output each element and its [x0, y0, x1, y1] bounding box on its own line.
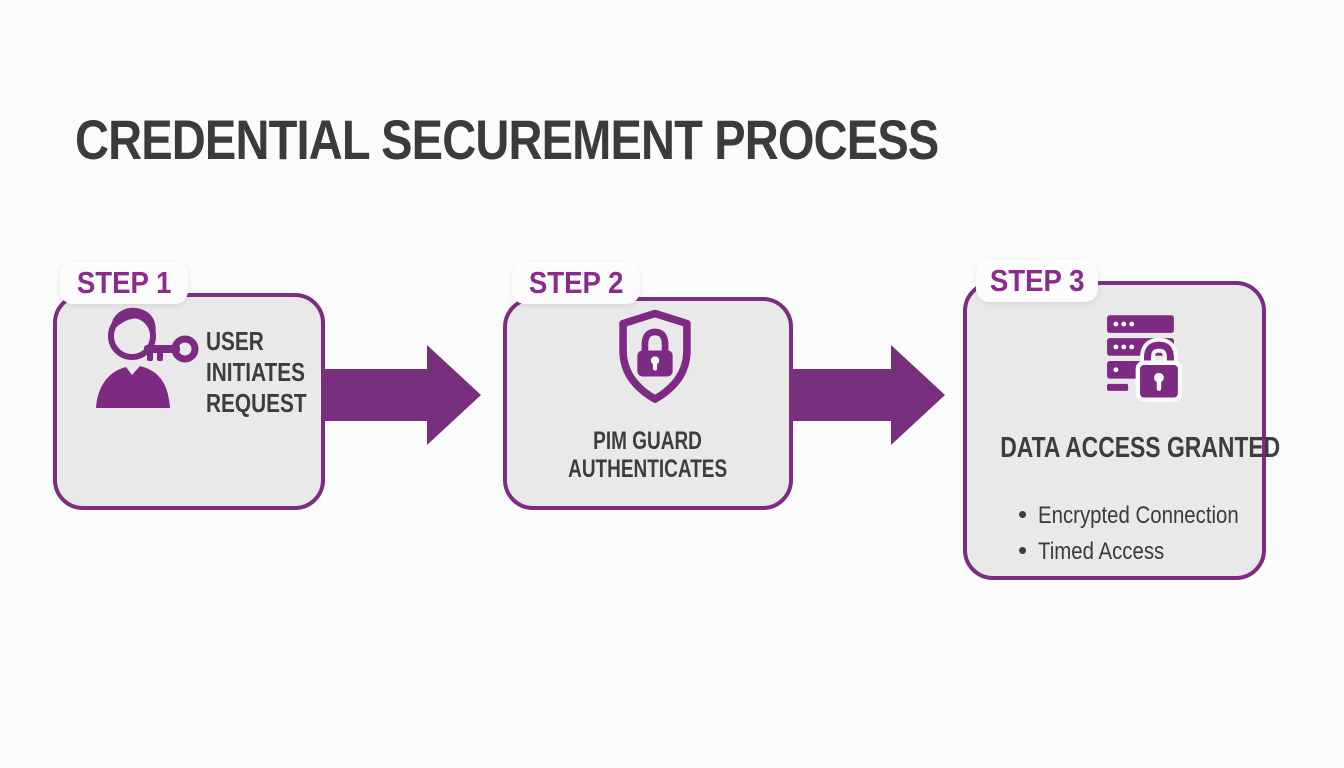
step2-label: STEP 2	[528, 265, 624, 300]
arrow-right-icon	[790, 369, 892, 421]
server-lock-icon	[1107, 315, 1183, 402]
arrow-right-icon	[427, 345, 481, 445]
page-title: CREDENTIAL SECUREMENT PROCESS	[75, 108, 939, 171]
step1-label-tab: STEP 1	[60, 262, 188, 304]
arrow-right-icon	[322, 369, 428, 421]
list-item: Encrypted Connection	[1018, 497, 1274, 533]
step3-bullet-list: Encrypted Connection Timed Access	[1018, 497, 1274, 569]
step2-text: PIM GUARD AUTHENTICATES	[568, 427, 728, 483]
shield-lock-icon	[619, 309, 691, 403]
arrow-right-icon	[891, 345, 945, 445]
step3-label-tab: STEP 3	[976, 260, 1098, 302]
step1-text: USER INITIATES REQUEST	[206, 326, 307, 418]
list-item: Timed Access	[1018, 533, 1274, 569]
step1-label: STEP 1	[76, 265, 172, 300]
step2-label-tab: STEP 2	[512, 262, 640, 304]
user-key-icon	[96, 307, 199, 408]
step3-label: STEP 3	[989, 263, 1085, 298]
step3-heading: DATA ACCESS GRANTED	[1000, 432, 1281, 464]
